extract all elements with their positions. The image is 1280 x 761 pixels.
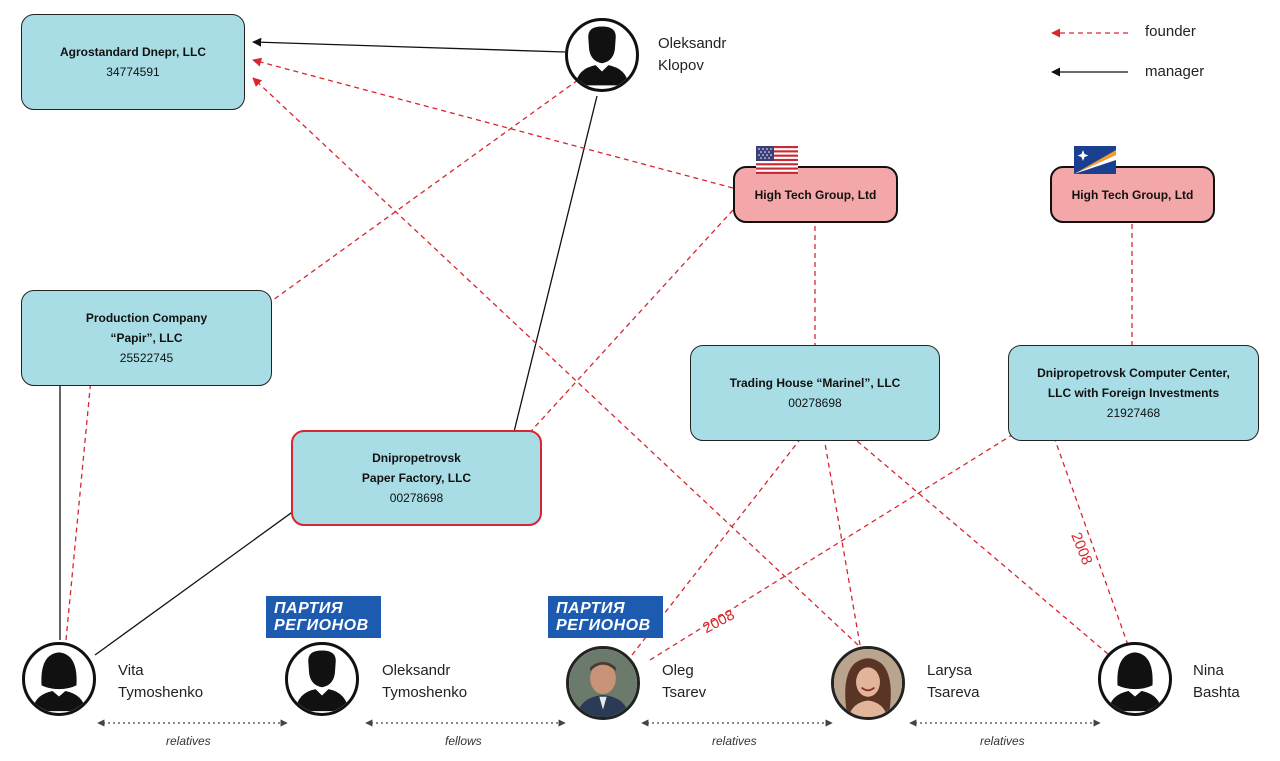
company-htg-us[interactable]: High Tech Group, Ltd — [733, 166, 898, 223]
company-htg-mh[interactable]: High Tech Group, Ltd — [1050, 166, 1215, 223]
company-name: Agrostandard Dnepr, LLC — [59, 45, 206, 59]
party-of-regions-logo: ПАРТИЯ РЕГИОНОВ — [266, 596, 381, 638]
company-code: 21927468 — [1106, 406, 1161, 420]
company-code: 00278698 — [788, 396, 842, 410]
company-marinel[interactable]: Trading House “Marinel”, LLC 00278698 — [690, 345, 940, 441]
relation-label: fellows — [445, 734, 482, 748]
company-name: Dnipropetrovsk Computer Center, LLC with… — [1037, 366, 1230, 400]
person-name-vita: Vita Tymoshenko — [118, 662, 204, 701]
relation-label: relatives — [166, 734, 211, 748]
edge-founder-vita-papir — [65, 367, 96, 641]
edge-founder-htg-us-agrostandard — [252, 57, 734, 189]
company-code: 25522745 — [119, 351, 174, 365]
edge-founder-larysa-marinel — [818, 425, 861, 646]
company-name: Production Company “Papir”, LLC — [85, 311, 208, 345]
company-code: 00278698 — [389, 491, 444, 505]
party-of-regions-logo: ПАРТИЯ РЕГИОНОВ — [548, 596, 663, 638]
edge-founder-nina-computer-center — [1046, 419, 1129, 646]
year-label: 2008 — [1067, 530, 1096, 568]
portrait-photo-icon[interactable] — [831, 646, 905, 720]
company-code: 34774591 — [106, 65, 160, 79]
company-agrostandard[interactable]: Agrostandard Dnepr, LLC 34774591 — [21, 14, 245, 110]
company-name: High Tech Group, Ltd — [754, 187, 877, 202]
company-papir[interactable]: Production Company “Papir”, LLC 25522745 — [21, 290, 272, 386]
relation-label: relatives — [712, 734, 757, 748]
legend-founder-label: founder — [1145, 23, 1196, 40]
female-silhouette-icon[interactable] — [1098, 642, 1172, 716]
year-label: 2008 — [700, 606, 738, 638]
edge-manager-klopov-paper-factory — [507, 95, 598, 449]
edge-manager-klopov-agrostandard — [252, 37, 566, 53]
company-name: Trading House “Marinel”, LLC — [729, 376, 901, 390]
person-name-o-tymoshenko: Oleksandr Tymoshenko — [382, 662, 468, 701]
usa-flag-icon — [756, 146, 798, 174]
person-name-oleg: Oleg Tsarev — [662, 662, 707, 701]
person-name-klopov: Oleksandr Klopov — [658, 35, 727, 74]
relation-label: relatives — [980, 734, 1025, 748]
person-name-nina: Nina Bashta — [1193, 662, 1240, 701]
edge-founder-klopov-papir — [254, 79, 579, 314]
company-paper-factory[interactable]: Dnipropetrovsk Paper Factory, LLC 002786… — [291, 430, 542, 526]
marshall-islands-flag-icon — [1074, 146, 1116, 174]
portrait-photo-icon[interactable] — [566, 646, 640, 720]
male-silhouette-icon[interactable] — [285, 642, 359, 716]
legend-manager-label: manager — [1145, 63, 1205, 80]
person-name-larysa: Larysa Tsareva — [927, 662, 980, 701]
company-name: Dnipropetrovsk Paper Factory, LLC — [361, 451, 472, 485]
male-silhouette-icon[interactable] — [565, 18, 639, 92]
company-computer-center[interactable]: Dnipropetrovsk Computer Center, LLC with… — [1008, 345, 1259, 441]
company-name: High Tech Group, Ltd — [1071, 187, 1194, 202]
female-silhouette-icon[interactable] — [22, 642, 96, 716]
